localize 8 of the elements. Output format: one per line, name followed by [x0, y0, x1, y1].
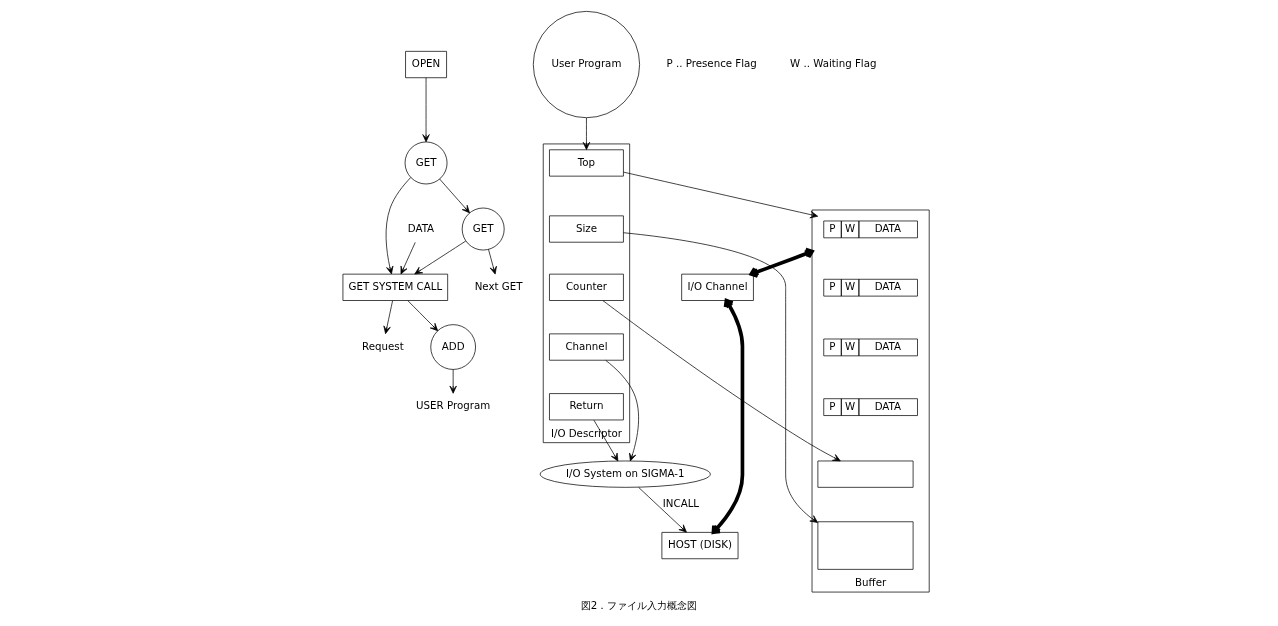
- label: P .. Presence Flag: [666, 57, 757, 70]
- node-text: DATA: [407, 221, 435, 234]
- node-text: Request: [362, 339, 404, 352]
- caption: 図2．ファイル入力概念図: [580, 599, 698, 612]
- node-text: Next GET: [474, 280, 523, 293]
- edge-label: INCALL: [662, 497, 700, 510]
- label: W .. Waiting Flag: [790, 57, 877, 70]
- node-text: USER Program: [416, 399, 491, 412]
